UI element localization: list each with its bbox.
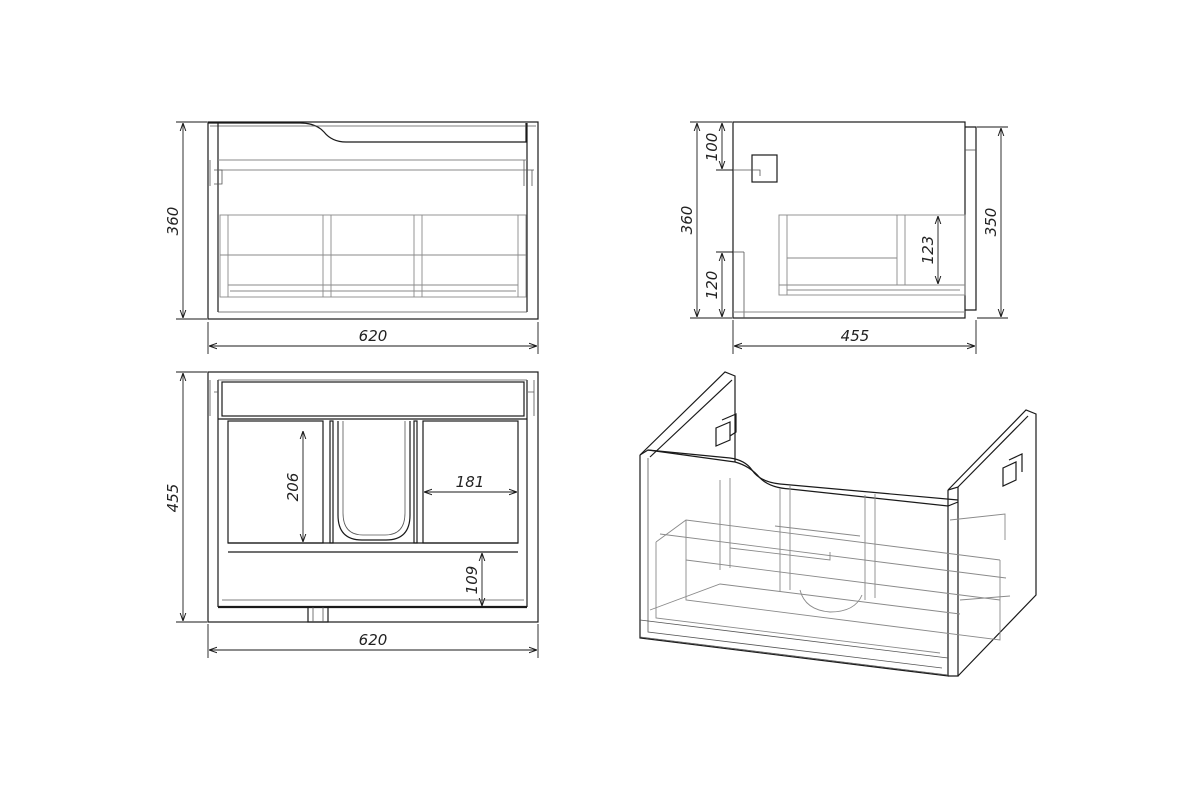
top-drawer-height-label: 109 <box>463 566 481 595</box>
top-compartment-height-dimension: 206 <box>284 431 303 542</box>
top-depth-dimension: 455 <box>164 371 207 623</box>
side-top-offset-label: 100 <box>703 133 721 162</box>
top-compartment-width-label: 181 <box>456 473 485 491</box>
isometric-view <box>639 371 1037 677</box>
side-view <box>732 121 977 319</box>
side-total-height-dimension: 360 <box>678 121 732 319</box>
side-inner-height-label: 123 <box>919 236 937 265</box>
top-compartment-height-label: 206 <box>284 473 302 502</box>
side-right-height-dimension: 350 <box>977 126 1008 319</box>
top-drawer-height-dimension: 109 <box>463 553 482 606</box>
front-view <box>207 121 539 320</box>
side-depth-dimension: 455 <box>732 320 977 354</box>
top-view <box>207 371 539 623</box>
front-height-dimension: 360 <box>164 121 207 320</box>
side-bottom-offset-dimension: 120 <box>703 251 733 317</box>
side-bottom-offset-label: 120 <box>703 271 721 300</box>
front-height-label: 360 <box>164 207 182 236</box>
side-total-height-label: 360 <box>678 206 696 235</box>
top-depth-label: 455 <box>164 484 182 513</box>
top-compartment-width-dimension: 181 <box>424 473 517 492</box>
top-width-label: 620 <box>359 631 388 649</box>
side-depth-label: 455 <box>841 327 870 345</box>
front-width-label: 620 <box>359 327 388 345</box>
side-inner-height-dimension: 123 <box>919 216 938 284</box>
side-right-height-label: 350 <box>982 208 1000 237</box>
front-width-dimension: 620 <box>207 322 539 354</box>
side-top-offset-dimension: 100 <box>703 123 733 171</box>
top-width-dimension: 620 <box>207 624 539 658</box>
